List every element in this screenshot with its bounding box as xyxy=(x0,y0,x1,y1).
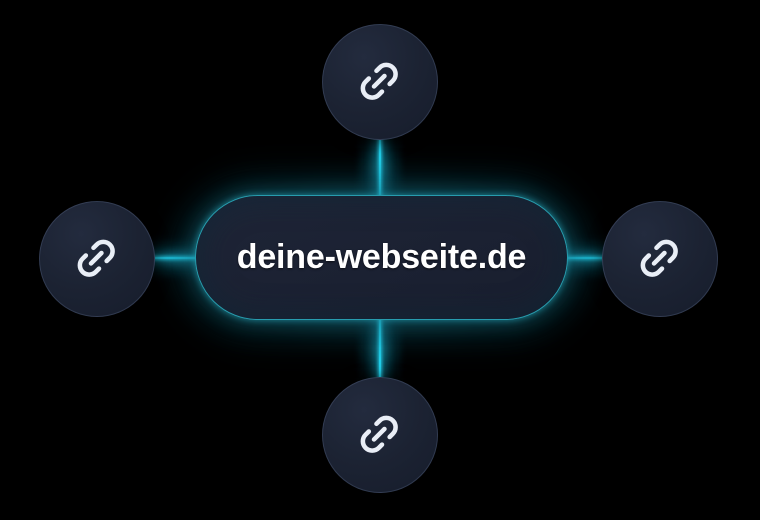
link-icon xyxy=(634,233,686,285)
link-icon xyxy=(354,56,406,108)
link-node-right[interactable] xyxy=(602,201,718,317)
link-icon xyxy=(71,233,123,285)
link-icon xyxy=(354,409,406,461)
link-node-left[interactable] xyxy=(39,201,155,317)
link-node-bottom[interactable] xyxy=(322,377,438,493)
center-node[interactable]: deine-webseite.de xyxy=(195,195,568,320)
center-node-label: deine-webseite.de xyxy=(236,238,527,276)
link-node-top[interactable] xyxy=(322,24,438,140)
bottom-connector xyxy=(379,316,381,380)
